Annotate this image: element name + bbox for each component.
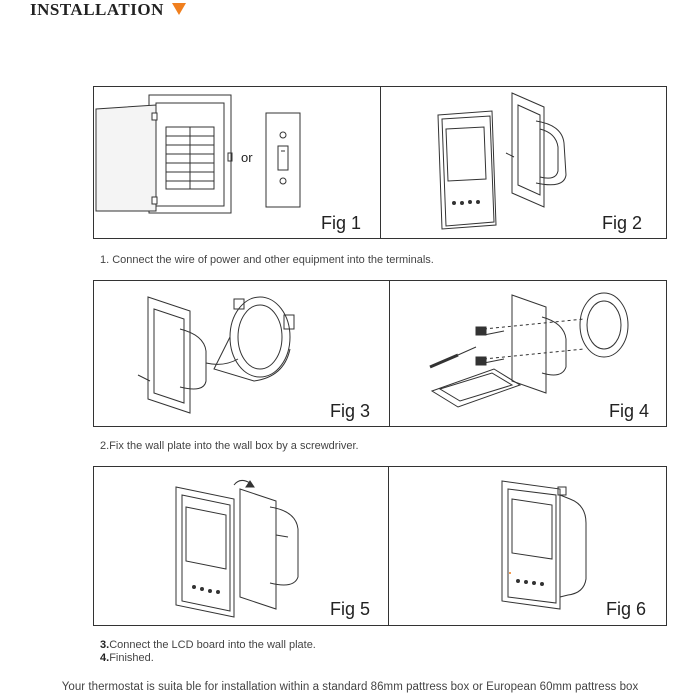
orange-triangle-down-icon: [171, 0, 186, 20]
fig6-label: Fig 6: [606, 599, 647, 619]
fig2-label: Fig 2: [602, 213, 643, 233]
wall-switch-illustration: [264, 111, 304, 209]
breaker-panel-illustration: [94, 93, 239, 218]
panel-divider: [389, 281, 390, 426]
section-header: INSTALLATION: [30, 0, 186, 20]
or-text: or: [241, 150, 253, 165]
step4-number: 4.: [100, 652, 110, 664]
step1-caption: 1. Connect the wire of power and other e…: [100, 254, 434, 266]
wall-plate-box-illustration: [504, 91, 574, 211]
step3-text: Connect the LCD board into the wall plat…: [109, 639, 316, 651]
step3-caption: 3.Connect the LCD board into the wall pl…: [100, 639, 316, 651]
thermostat-front-plate-illustration: [434, 107, 504, 232]
finished-thermostat-illustration: [496, 479, 596, 619]
footer-note: Your thermostat is suita ble for install…: [61, 681, 639, 693]
step4-caption: 4.Finished.: [100, 652, 154, 664]
step4-text: Finished.: [109, 652, 154, 664]
figure-panel-5-6: Fig 5 Fig 6: [93, 466, 667, 626]
fig4-label: Fig 4: [609, 401, 650, 421]
panel-divider: [388, 467, 389, 625]
wall-plate-and-box-illustration: [134, 289, 304, 417]
fig5-label: Fig 5: [330, 599, 371, 619]
step2-caption: 2.Fix the wall plate into the wall box b…: [100, 440, 359, 452]
section-title: INSTALLATION: [30, 0, 164, 19]
figure-panel-3-4: Fig 3 Fig 4: [93, 280, 667, 427]
panel-divider: [380, 87, 381, 238]
fig3-label: Fig 3: [330, 401, 371, 421]
screwdriver-mounting-illustration: [424, 289, 634, 414]
lcd-board-insertion-illustration: [170, 477, 320, 622]
figure-panel-1-2: or Fig 1 Fig 2: [93, 86, 667, 239]
step3-number: 3.: [100, 639, 110, 651]
fig1-label: Fig 1: [321, 213, 362, 233]
